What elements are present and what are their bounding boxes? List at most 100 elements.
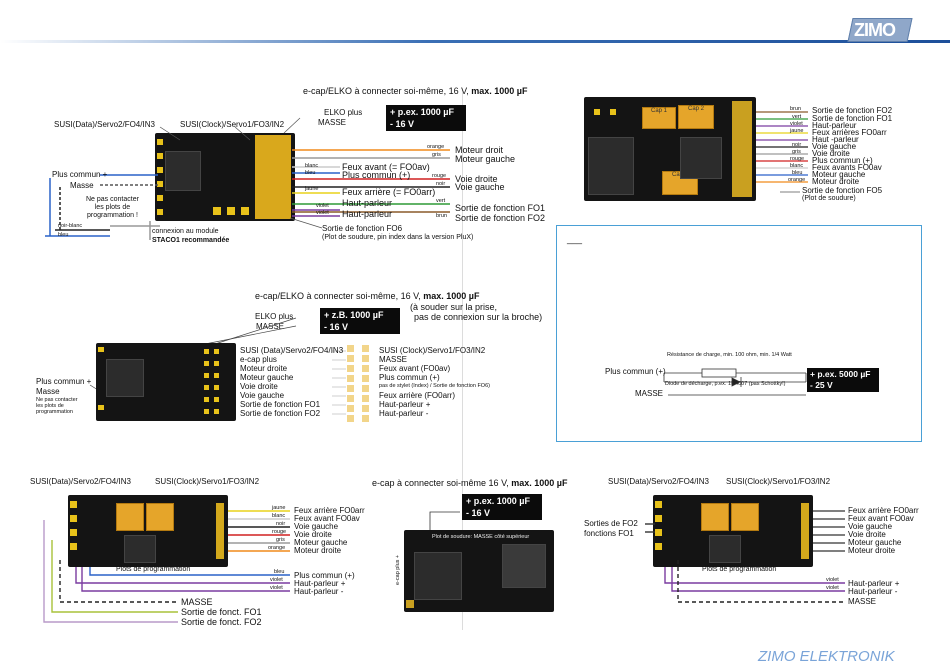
wire-color-8: violet [316,203,329,209]
p3-right-1: MASSE [379,355,408,364]
wire-color-1: gris [432,152,441,158]
cap-1: Cap 1 [642,107,676,129]
p5-label-3: Voie droite [294,530,332,539]
p3-right-7: Haut-parleur - [379,409,429,418]
wire-color-10: violet [316,210,329,216]
p5-lower-label-1: Haut-parleur + [294,579,346,588]
p3-ecap-box: + z.B. 1000 µF - 16 V [320,308,400,334]
p6-ecap-title: e-cap à connecter soi-même 16 V, max. 10… [372,478,567,488]
ne-pas-contacter: Ne pas contacter les plots de programmat… [86,196,139,219]
p7-plots: Plots de programmation [702,566,777,573]
p7-susi-clock: SUSI(Clock)/Servo1/FO3/IN2 [726,477,831,486]
footer-brand: ZIMO ELEKTRONIK [758,648,895,665]
ecap-title: e-cap/ELKO à connecter soi-même, 16 V, m… [303,86,528,96]
p2-fo5-note: (Plot de soudure) [802,195,856,202]
masse-left-label: Masse [70,181,94,190]
elko-plus-label: ELKO plus [324,108,363,117]
p7-label-3: Voie droite [848,530,886,539]
label-7: Haut-parleur [342,198,393,208]
susi-data-label: SUSI(Data)/Servo2/FO4/IN3 [54,120,155,129]
p2-label-5: Voie gauche [812,142,857,151]
p3-ecap-title-b: max. 1000 µF [423,291,480,301]
bleu-label: bleu [58,232,69,238]
p2-color-3: jaune [790,128,804,134]
p3-elko-plus: ELKO plus [255,312,294,321]
p2-label-3: Feux arrières FO0arr [812,128,887,137]
p4-ecap-box: + p.ex. 5000 µF - 25 V [807,368,879,392]
wire-color-4: rouge [432,173,447,179]
p5-lower-label-0: Plus commun (+) [294,571,355,580]
susi-clock-label: SUSI(Clock)/Servo1/FO3/IN2 [180,120,285,129]
wire-color-9: brun [436,213,448,219]
label-9: Haut-parleur [342,209,393,219]
p5-lower-color-2: violet [270,585,283,591]
p5-fo2: Sortie de fonct. FO2 [181,617,262,627]
p5-label-5: Moteur droite [294,546,342,555]
p2-color-2: violet [790,121,803,127]
p5-color-0: jaune [272,505,286,511]
p2-label-0: Sortie de fonction FO2 [812,106,893,115]
p7-label-4: Moteur gauche [848,538,902,547]
p7-label-5: Moteur droite [848,546,896,555]
header-rule [0,40,950,43]
p5-susi-data: SUSI(Data)/Servo2/FO4/IN3 [30,477,131,486]
p6-solder-note: Plot de soudure: MASSE côté supérieur [432,534,530,540]
p3-ne-pas-contacter: Ne pas contacter les plots de programmat… [36,397,78,415]
p2-color-8: bleu [792,170,803,176]
logo-text: ZIMO [854,20,896,40]
wire-color-6: jaune [305,186,319,192]
p3-ecap-title-a: e-cap/ELKO à connecter soi-même, 16 V, [255,291,424,301]
p3-left-4: Voie droite [240,382,278,391]
panel-4: ___ Résistance de charge, min. 100 ohm, … [556,225,922,442]
p4-masse: MASSE [635,389,664,398]
p5-lower-color-0: bleu [274,569,285,575]
p5-label-0: Feux arrière FO0arr [294,506,365,515]
p5-color-4: gris [276,537,285,543]
p7-sorties: Sorties de FO2 [584,519,638,528]
zimo-logo: ZIMO [847,10,914,44]
p4-box-line2: - 25 V [810,380,833,390]
p3-right-0: SUSI (Clock)/Servo1/FO3/IN2 [379,346,486,355]
p2-color-5: gris [792,149,801,155]
p3-plus-commun: Plus commun + [36,377,92,386]
label-5: Voie gauche [455,182,505,192]
label-8: Sortie de fonction FO1 [455,203,546,213]
p5-susi-clock: SUSI(Clock)/Servo1/FO3/IN2 [155,477,260,486]
p3-right-4: pas de stylet (Index) / Sortie de foncti… [379,383,490,389]
p2-label-2: Haut-parleur [812,121,857,130]
label-3: Plus commun (+) [342,170,411,180]
p3-left-7: Sortie de fonction FO2 [240,409,321,418]
p2-label-8: Feux avants FO0av [812,163,882,172]
label-0: Moteur droit [455,145,504,155]
p7-fonctions: fonctions FO1 [584,529,634,538]
ecap-box-line1: + p.ex. 1000 µF [390,107,454,117]
plus-commun-label: Plus commun + [52,170,108,179]
p6-ecap-title-b: max. 1000 µF [511,478,568,488]
divider-center [462,90,463,630]
masse-label: MASSE [318,118,347,127]
p6-box-line1: + p.ex. 1000 µF [466,496,530,506]
wire-color-2: blanc [305,163,319,169]
p2-label-1: Sortie de fonction FO1 [812,114,893,123]
p4-diode: Diode de décharge, p.ex. 1N4007 (pas Sch… [665,381,786,387]
p2-color-4: noir [792,142,802,148]
p7-label-2: Voie gauche [848,522,893,531]
p2-color-1: vert [792,114,802,120]
p2-label-7: Plus commun (+) [812,156,873,165]
ecap-box-line2: - 16 V [390,119,415,129]
p3-box-line1: + z.B. 1000 µF [324,310,384,320]
wire-color-5: noir [436,181,446,187]
wire-color-3: bleu [305,170,316,176]
p5-label-2: Voie gauche [294,522,339,531]
decoder-board-3 [96,343,236,421]
p5-plots: Plots de programmation [116,566,191,573]
p4-box-line1: + p.ex. 5000 µF [810,369,871,379]
p2-color-7: blanc [790,163,804,169]
decoder-board-1 [155,133,295,221]
p7-lower-label-0: Haut-parleur + [848,579,900,588]
p3-left-1: e-cap plus [240,355,277,364]
p2-label-9: Moteur gauche [812,170,866,179]
